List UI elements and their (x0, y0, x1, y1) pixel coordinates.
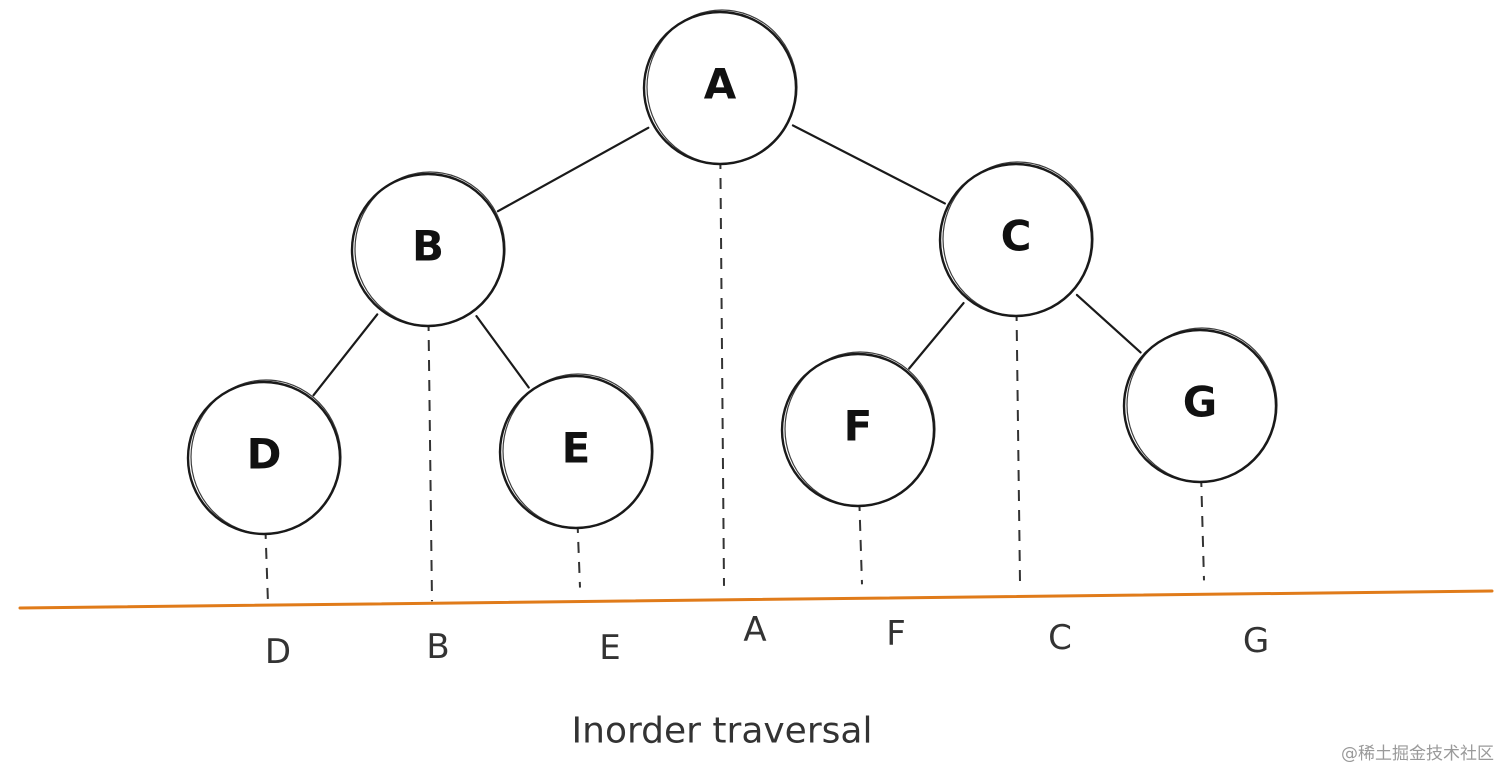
watermark: @稀土掘金技术社区 (1341, 744, 1494, 764)
node-label-a: A (704, 60, 737, 109)
traversal-caption: Inorder traversal (572, 711, 873, 752)
order-label-e: E (599, 628, 620, 668)
node-f: F (780, 351, 936, 508)
node-label-b: B (412, 222, 444, 271)
node-d: D (186, 379, 342, 536)
node-label-e: E (562, 424, 591, 473)
node-e: E (498, 373, 654, 530)
node-label-f: F (844, 402, 873, 451)
projection-a (719, 117, 725, 586)
node-g: G (1122, 327, 1278, 484)
edge-b-e (475, 315, 530, 389)
edge-c-g (1075, 293, 1142, 354)
node-label-c: C (1001, 212, 1032, 261)
edge-c-f (908, 301, 965, 370)
node-label-d: D (247, 430, 282, 479)
traversal-baseline (18, 589, 1494, 610)
projection-b (427, 279, 433, 602)
order-label-c: C (1048, 618, 1072, 658)
edge-b-d (312, 313, 379, 397)
projection-e (575, 481, 581, 588)
node-label-g: G (1183, 378, 1217, 427)
order-label-f: F (886, 614, 906, 654)
node-a: A (642, 9, 798, 166)
projection-c (1015, 269, 1021, 583)
order-label-b: B (426, 627, 449, 667)
edge-a-c (791, 124, 946, 205)
tree-edges (312, 124, 1142, 397)
node-b: B (350, 171, 506, 328)
order-label-d: D (265, 632, 291, 672)
node-c: C (938, 161, 1094, 318)
tree-nodes: A B C D E F G (186, 9, 1278, 536)
order-label-a: A (743, 610, 766, 650)
order-label-g: G (1243, 621, 1269, 661)
edge-a-b (496, 126, 650, 213)
